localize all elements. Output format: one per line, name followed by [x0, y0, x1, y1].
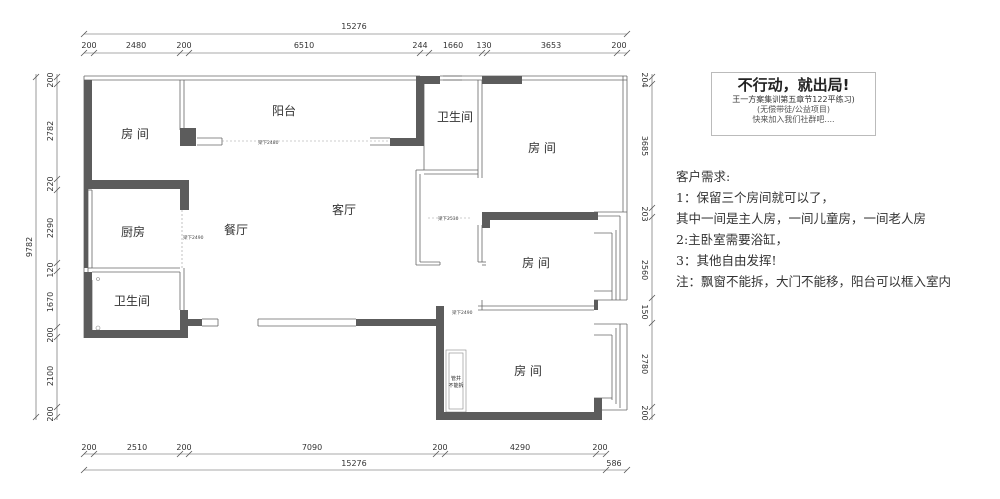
- room-dining: 餐厅: [224, 222, 248, 237]
- right-dim-5: 150: [640, 304, 649, 319]
- left-dim-9: 200: [46, 406, 55, 421]
- bottom-dimensions: 200 2510 200 7090 200 4290 200 15276 586: [80, 443, 631, 474]
- left-dim-7: 200: [46, 327, 55, 342]
- left-dim-6: 1670: [46, 292, 55, 312]
- right-dim-7: 200: [640, 405, 649, 420]
- thin-walls: [83, 75, 628, 413]
- left-dim-5: 120: [46, 262, 55, 277]
- left-total-dim: 9782: [25, 237, 34, 257]
- left-dim-3: 220: [46, 176, 55, 191]
- title-headline: 不行动，就出局!: [737, 76, 850, 94]
- room-bedroom-mid: 房 间: [522, 255, 550, 270]
- requirements-heading: 客户需求:: [676, 169, 731, 184]
- left-dim-8: 2100: [46, 366, 55, 386]
- top-dim-6: 1660: [443, 41, 463, 50]
- right-dimensions: 204 3685 203 2560 150 2780 200: [640, 72, 656, 421]
- top-total-dim: 15276: [341, 22, 366, 31]
- bottom-dim-1: 200: [81, 443, 96, 452]
- top-dimensions: 15276 200 2480 200 6510 244 1660 130 365…: [80, 22, 631, 57]
- thick-walls: [84, 76, 602, 420]
- top-dim-1: 200: [81, 41, 96, 50]
- requirement-item: 2:主卧室需要浴缸，: [676, 232, 789, 247]
- right-dim-4: 2560: [640, 260, 649, 280]
- requirement-item: 其中一间是主人房，一间儿童房，一间老人房: [676, 211, 927, 226]
- left-dimensions: 9782 200 2782 220 2290 120 1670 200 2100…: [25, 72, 61, 422]
- bottom-dim-7: 200: [592, 443, 607, 452]
- right-dim-6: 2780: [640, 354, 649, 374]
- bottom-total-dim: 15276: [341, 459, 366, 468]
- bottom-dim-6: 4290: [510, 443, 530, 452]
- bottom-extra-dim: 586: [606, 459, 621, 468]
- top-dim-2: 2480: [126, 41, 146, 50]
- title-subtitle: 王一方案集训第五章节122平练习): [732, 94, 855, 104]
- right-dim-2: 3685: [640, 136, 649, 156]
- title-box: 不行动，就出局! 王一方案集训第五章节122平练习) (无偿带徒/公益项目) 快…: [711, 72, 876, 136]
- beam-note-living: 梁下2530: [438, 215, 459, 222]
- top-dim-7: 130: [476, 41, 491, 50]
- room-kitchen: 厨房: [121, 224, 145, 239]
- shaft-label-2: 不能拆: [448, 382, 463, 389]
- title-note: (无偿带徒/公益项目): [757, 104, 830, 114]
- right-dim-1: 204: [640, 72, 649, 87]
- beam-note-kitchen: 梁下2490: [183, 234, 204, 241]
- room-balcony: 阳台: [272, 103, 296, 118]
- bottom-dim-5: 200: [432, 443, 447, 452]
- bottom-dim-4: 7090: [302, 443, 322, 452]
- left-dim-1: 200: [46, 72, 55, 87]
- requirement-item: 注：飘窗不能拆，大门不能移，阳台可以框入室内: [676, 274, 952, 289]
- top-dim-9: 200: [611, 41, 626, 50]
- room-bath-top: 卫生间: [437, 110, 473, 124]
- room-bedroom-top-left: 房 间: [121, 126, 149, 141]
- room-bedroom-bottom-right: 房 间: [514, 363, 542, 378]
- right-dim-3: 203: [640, 206, 649, 221]
- beam-note-bedroom: 梁下2490: [452, 309, 473, 316]
- top-dim-3: 200: [176, 41, 191, 50]
- left-dim-4: 2290: [46, 218, 55, 238]
- beam-notes: 梁下2480 梁下2490 梁下2530 梁下2490 管井 不能拆: [183, 139, 473, 389]
- requirement-item: 1：保留三个房间就可以了，: [676, 190, 834, 205]
- requirement-item: 3：其他自由发挥!: [676, 253, 777, 268]
- top-dim-8: 3653: [541, 41, 561, 50]
- shaft-label-1: 管井: [451, 375, 461, 382]
- room-labels: 房 间 阳台 卫生间 房 间 厨房 餐厅 客厅 房 间 卫生间 房 间: [114, 103, 556, 378]
- bottom-dim-3: 200: [176, 443, 191, 452]
- bottom-dim-2: 2510: [127, 443, 147, 452]
- top-dim-4: 6510: [294, 41, 314, 50]
- title-invite: 快来加入我们社群吧....: [752, 114, 835, 124]
- left-dim-2: 2782: [46, 121, 55, 141]
- room-bath-bottom-left: 卫生间: [114, 294, 150, 308]
- top-dim-5: 244: [412, 41, 427, 50]
- client-requirements: 客户需求: 1：保留三个房间就可以了， 其中一间是主人房，一间儿童房，一间老人房…: [676, 166, 996, 292]
- beam-note-balcony: 梁下2480: [258, 139, 279, 146]
- room-living: 客厅: [332, 202, 356, 217]
- room-bedroom-top-right: 房 间: [528, 140, 556, 155]
